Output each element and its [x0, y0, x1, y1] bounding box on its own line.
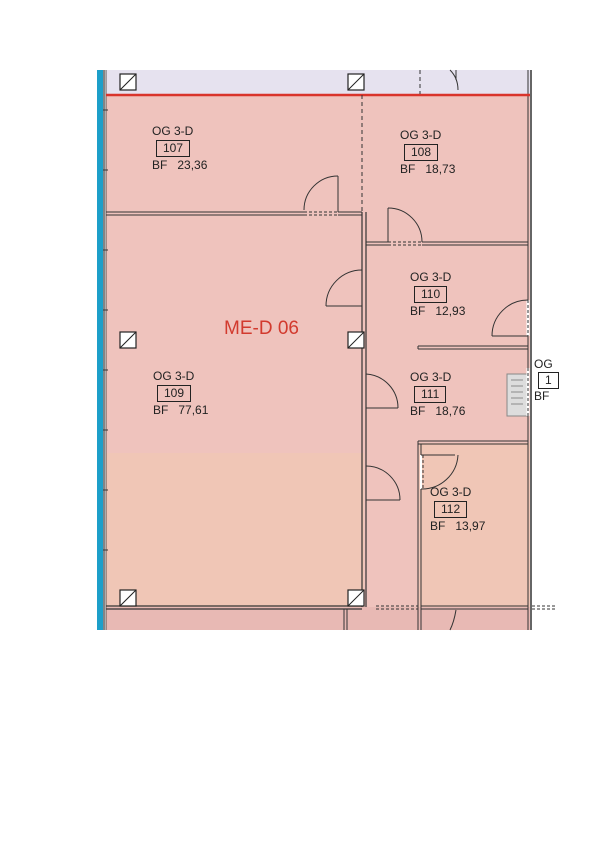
room-number: 110 [414, 286, 448, 303]
top-strip [106, 70, 530, 94]
room-label-107: OG 3-D 107 BF 23,36 [152, 124, 207, 173]
room-area: BF 13,97 [430, 519, 486, 533]
room-label-partial: OG 1 BF [534, 357, 560, 413]
room-area: BF 18,76 [410, 404, 466, 418]
room-label-112: OG 3-D 112 BF 13,97 [430, 485, 485, 534]
room-area: BF [534, 389, 550, 403]
room-level: OG 3-D [400, 128, 442, 142]
room-109-fill [106, 213, 364, 453]
room-label-108: OG 3-D 108 BF 18,73 [400, 128, 455, 177]
room-number: 1 [538, 372, 559, 389]
room-number: 107 [156, 140, 191, 157]
room-area: BF 18,73 [400, 162, 456, 176]
room-level: OG [534, 357, 553, 371]
room-number: 109 [157, 385, 192, 402]
room-107-fill [106, 95, 364, 213]
room-number: 112 [434, 501, 468, 518]
room-111-fill [364, 348, 530, 443]
room-level: OG 3-D [153, 369, 195, 383]
room-109-lower-fill [106, 453, 364, 607]
corridor-fill [364, 443, 419, 607]
room-level: OG 3-D [410, 370, 452, 384]
room-108-fill [364, 95, 530, 243]
room-label-111: OG 3-D 111 BF 18,76 [410, 370, 465, 419]
bottom-strip [106, 607, 530, 630]
room-area: BF 23,36 [152, 158, 208, 172]
room-area: BF 12,93 [410, 304, 466, 318]
room-number: 108 [404, 144, 439, 161]
room-number: 111 [414, 386, 447, 403]
zone-label: ME-D 06 [224, 318, 299, 339]
room-level: OG 3-D [430, 485, 472, 499]
room-level: OG 3-D [410, 270, 452, 284]
room-label-109: OG 3-D 109 BF 77,61 [153, 369, 208, 418]
room-level: OG 3-D [152, 124, 194, 138]
room-area: BF 77,61 [153, 403, 209, 417]
room-112-fill [419, 443, 530, 607]
outer-wall-left [97, 70, 103, 630]
room-label-110: OG 3-D 110 BF 12,93 [410, 270, 465, 319]
